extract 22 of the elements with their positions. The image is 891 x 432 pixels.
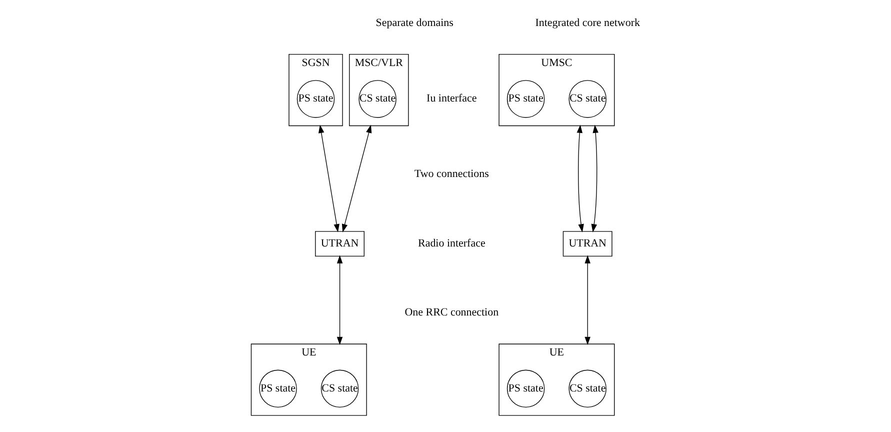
label: Radio interface xyxy=(418,237,486,250)
arrow xyxy=(342,124,372,232)
node-circle: PS state xyxy=(259,370,297,408)
node-circle: PS state xyxy=(506,370,545,408)
arrow xyxy=(576,124,584,232)
node-box: UTRAN xyxy=(562,231,612,256)
node-circle: CS state xyxy=(358,80,396,118)
node-circle: CS state xyxy=(320,370,359,408)
label: One RRC connection xyxy=(404,306,499,319)
label: Separate domains xyxy=(376,17,454,30)
arrow xyxy=(336,255,343,346)
label: Two connections xyxy=(414,168,489,180)
arrow xyxy=(318,124,340,232)
label: Integrated core network xyxy=(535,17,640,30)
arrow xyxy=(591,124,598,232)
node-box: UTRAN xyxy=(315,231,364,256)
node-circle: PS state xyxy=(296,80,335,118)
node-circle: CS state xyxy=(568,80,606,118)
node-circle: PS state xyxy=(506,80,545,118)
node-circle: CS state xyxy=(568,370,606,408)
arrow xyxy=(584,255,590,346)
label: Iu interface xyxy=(426,92,477,105)
